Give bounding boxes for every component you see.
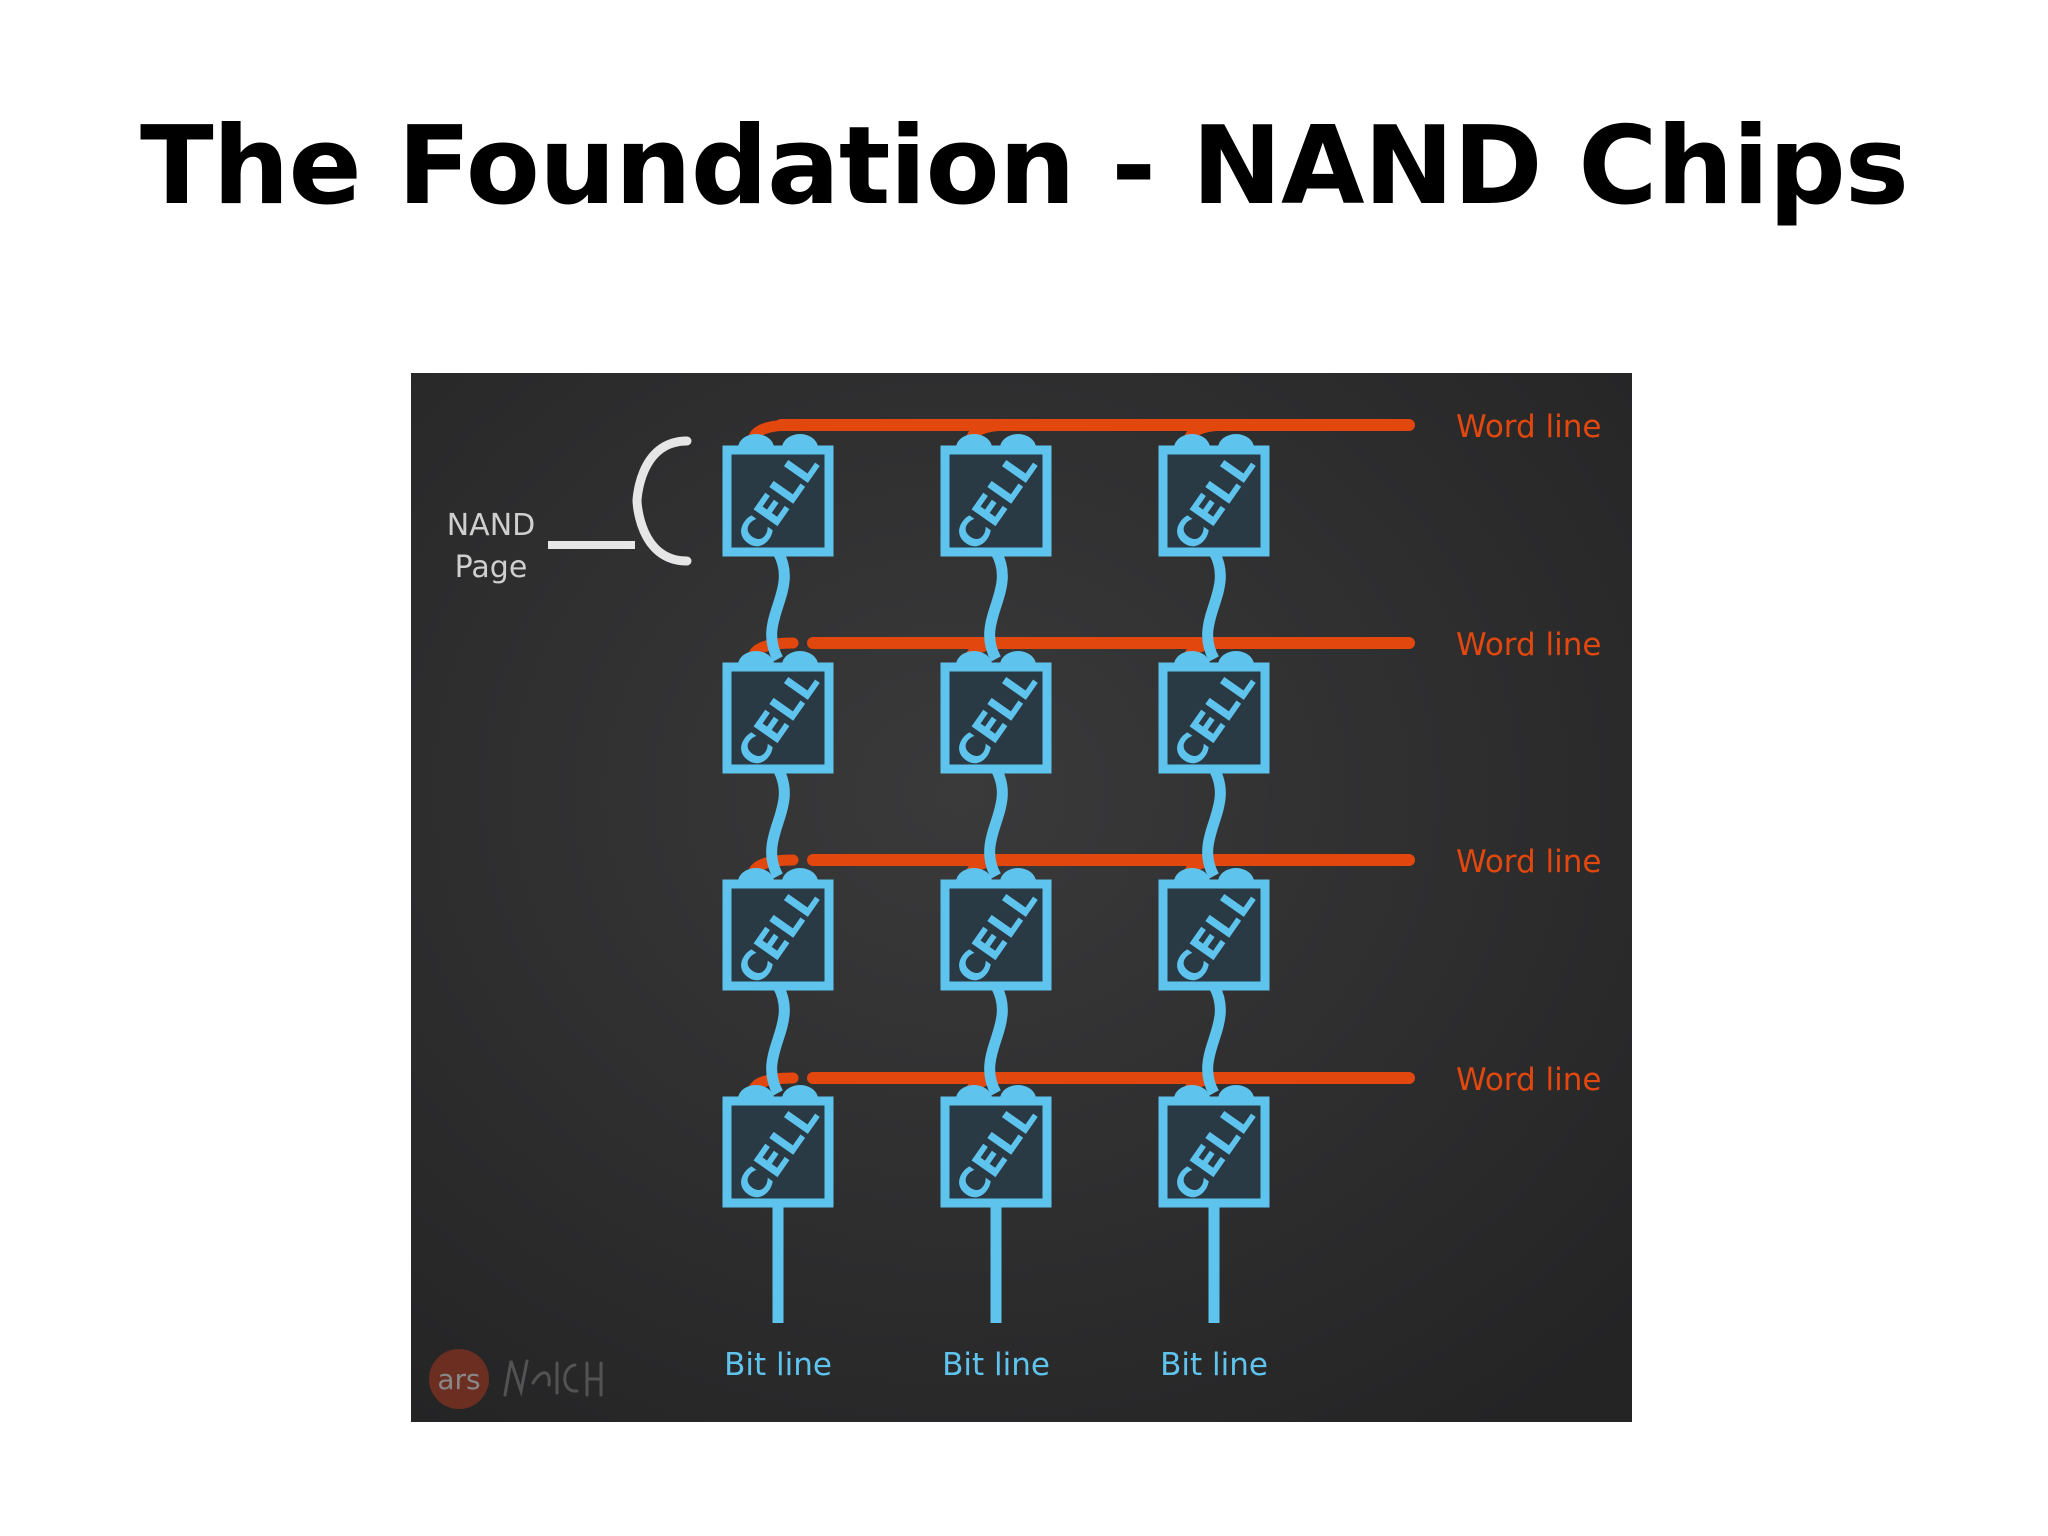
ars-watermark-logo: ars: [429, 1349, 603, 1409]
bit-line-segment: [1202, 766, 1226, 879]
cell-terminal: [782, 651, 818, 665]
cell-terminal: [1000, 868, 1036, 882]
nand-cell: CELL: [722, 1085, 834, 1210]
nand-cell: CELL: [722, 651, 834, 776]
bit-line-labels: Bit line Bit line Bit line: [724, 1347, 1268, 1383]
cell-terminal: [738, 651, 774, 665]
cell-terminal: [956, 868, 992, 882]
nand-cell: CELL: [1158, 868, 1270, 993]
bit-line-segment: [984, 766, 1008, 879]
cell-terminal: [1174, 868, 1210, 882]
cell-box: [940, 445, 1052, 557]
cell-terminal: [1174, 651, 1210, 665]
cell-terminal: [1000, 434, 1036, 448]
bit-line-segment: [1202, 983, 1226, 1096]
bit-line-segment: [766, 983, 790, 1096]
cell-terminal: [1000, 651, 1036, 665]
bit-line-label: Bit line: [1160, 1347, 1268, 1383]
cell-terminal: [1218, 868, 1254, 882]
cell-box: [722, 662, 834, 774]
cell-box: [1158, 662, 1270, 774]
slide-title: The Foundation - NAND Chips: [139, 104, 1909, 229]
bit-line-segment: [1202, 549, 1226, 662]
cell-terminal: [1000, 1085, 1036, 1099]
bit-line-label: Bit line: [724, 1347, 832, 1383]
nand-cell: CELL: [722, 868, 834, 993]
nand-diagram: CELL CELL CELL CELL CELL CELL CELL CELL CELL CELL…: [411, 373, 1632, 1422]
cell-terminal: [956, 1085, 992, 1099]
cell-grid: CELL CELL CELL CELL CELL CELL CELL CELL CELL CELL…: [722, 434, 1270, 1210]
cell-terminal: [782, 1085, 818, 1099]
cell-box: [722, 879, 834, 991]
cell-terminal: [1218, 651, 1254, 665]
nand-page-label-line2: Page: [455, 550, 528, 585]
cell-terminal: [1174, 1085, 1210, 1099]
nand-page-label-line1: NAND: [447, 508, 536, 543]
bit-line-segment: [766, 549, 790, 662]
nand-cell: CELL: [1158, 1085, 1270, 1210]
cell-terminal: [738, 1085, 774, 1099]
cell-terminal: [782, 868, 818, 882]
bit-line-segment: [984, 983, 1008, 1096]
nand-cell: CELL: [940, 868, 1052, 993]
bit-line-segment: [766, 766, 790, 879]
cell-box: [940, 1096, 1052, 1208]
nand-cell: CELL: [722, 434, 834, 559]
word-line-label: Word line: [1456, 409, 1601, 445]
nand-page-bracket: [548, 436, 692, 566]
cell-box: [722, 1096, 834, 1208]
cell-box: [940, 879, 1052, 991]
word-line-label: Word line: [1456, 844, 1601, 880]
cell-terminal: [738, 868, 774, 882]
nand-cell: CELL: [940, 434, 1052, 559]
bit-lines: [766, 549, 1226, 1323]
ars-badge-text: ars: [437, 1363, 480, 1396]
cell-terminal: [1218, 434, 1254, 448]
nand-cell: CELL: [1158, 651, 1270, 776]
cell-terminal: [782, 434, 818, 448]
nand-cell: CELL: [940, 651, 1052, 776]
nand-cell: CELL: [940, 1085, 1052, 1210]
cell-terminal: [956, 434, 992, 448]
nand-cell: CELL: [1158, 434, 1270, 559]
cell-box: [1158, 445, 1270, 557]
cell-box: [722, 445, 834, 557]
cell-terminal: [738, 434, 774, 448]
cell-box: [1158, 1096, 1270, 1208]
cell-terminal: [956, 651, 992, 665]
cell-terminal: [1174, 434, 1210, 448]
word-line-label: Word line: [1456, 627, 1601, 663]
cell-box: [1158, 879, 1270, 991]
cell-box: [940, 662, 1052, 774]
cell-terminal: [1218, 1085, 1254, 1099]
bit-line-label: Bit line: [942, 1347, 1050, 1383]
bit-line-segment: [984, 549, 1008, 662]
word-line-label: Word line: [1456, 1062, 1601, 1098]
